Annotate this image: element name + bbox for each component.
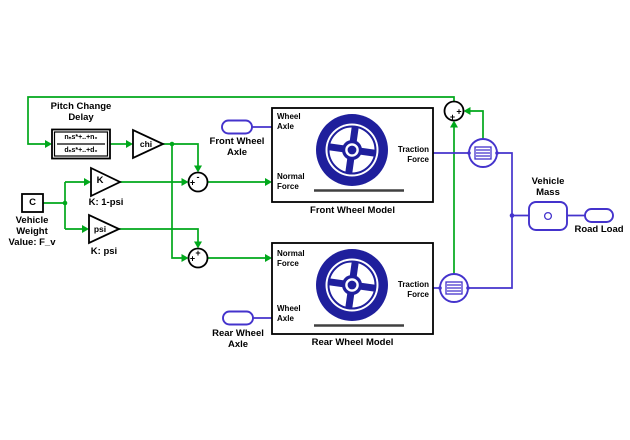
arrow-front-normal-force [265, 178, 272, 186]
front-normal-force-port-label: Normal Force [277, 172, 305, 191]
rear-wheel-axle-port[interactable] [222, 310, 254, 326]
traction-sum-bottom-sign: + [450, 112, 455, 122]
wire-traction-sum-to-pitch-delay[interactable] [27, 96, 455, 145]
chi-gain-text: chi [139, 139, 153, 149]
vehicle-mass-label: Vehicle Mass [508, 176, 588, 198]
front-sum-top-sign: - [197, 172, 200, 182]
port-label-line: Axle [277, 313, 294, 323]
wire-constant-to-gains[interactable] [43, 181, 84, 230]
wire-chi-to-rear-sum[interactable] [171, 144, 182, 259]
vehicle-mass-label-line2: Mass [536, 187, 560, 198]
road-load-label: Road Load [574, 224, 624, 235]
arrow-rear-sum-left [181, 254, 189, 262]
junction-vehicle-mass [509, 213, 515, 218]
front-wheel-model-caption: Front Wheel Model [310, 205, 395, 216]
arrow-pitch-delay-in [45, 140, 52, 148]
rear-sum-top-sign: + [195, 248, 200, 258]
rear-wheel-axle-label: Rear Wheel Axle [198, 328, 278, 350]
constant-caption-line2: Weight [16, 226, 48, 237]
pitch-delay-title-line2: Delay [68, 112, 94, 123]
front-traction-force-port-label: Traction Force [388, 145, 429, 164]
arrow-front-sum-top [194, 165, 202, 173]
pitch-delay-title-line1: Pitch Change [50, 101, 112, 112]
rear-wheel-model-caption: Rear Wheel Model [311, 337, 394, 348]
constant-caption: Vehicle Weight Value: F_v [1, 215, 63, 248]
arrow-rear-sum-top [194, 241, 202, 249]
traction-sum-block[interactable]: + + [443, 100, 465, 123]
psi-gain[interactable] [88, 213, 122, 245]
psi-gain-caption: K: psi [90, 246, 118, 257]
front-wheel-graphic [314, 114, 404, 192]
rear-wheel-model-block[interactable] [271, 242, 434, 335]
port-label-line: Traction [397, 145, 429, 154]
junction-chi-split [169, 141, 175, 147]
rear-sum-block[interactable]: + + [187, 247, 209, 269]
arrow-traction-sum-right [463, 107, 471, 115]
wire-front-sensor-to-traction-sum[interactable] [470, 110, 484, 139]
rear-axle-label-line1: Rear Wheel [212, 328, 264, 339]
constant-value-text: C [29, 197, 36, 208]
front-sum-left-sign: + [190, 178, 195, 188]
front-wheel-model-block[interactable] [271, 107, 434, 203]
wire-sensor-bus[interactable] [468, 152, 513, 289]
vehicle-mass-label-line1: Vehicle [531, 176, 565, 187]
port-label-line: Force [277, 258, 299, 268]
rear-force-sensor[interactable] [438, 273, 470, 303]
front-wheel-axle-port[interactable] [221, 119, 253, 135]
arrow-front-sum-left [181, 178, 189, 186]
front-wheel-axle-label: Front Wheel Axle [197, 136, 277, 158]
port-label-line: Wheel [277, 304, 301, 313]
pitch-change-delay-block[interactable] [51, 128, 111, 160]
front-axle-label-line1: Front Wheel [209, 136, 265, 147]
port-label-line: Traction [397, 280, 429, 289]
rear-wheel-graphic [314, 249, 404, 327]
rear-normal-force-port-label: Normal Force [277, 249, 305, 268]
k-gain-caption: K: 1-psi [88, 197, 124, 208]
front-force-sensor[interactable] [467, 138, 499, 168]
traction-sum-right-sign: + [456, 107, 461, 117]
psi-gain-text: psi [93, 223, 107, 234]
constant-caption-line3: Value: F_v [8, 237, 56, 248]
port-label-line: Normal [277, 172, 305, 181]
wire-psi-to-rear-sum[interactable] [119, 228, 199, 242]
k-gain-text: K [96, 175, 104, 186]
road-load-port[interactable] [584, 208, 614, 223]
arrow-psi-in [82, 225, 89, 233]
arrow-k-in [84, 178, 91, 186]
junction-constant-split [62, 200, 68, 206]
port-label-line: Wheel [277, 112, 301, 121]
rear-wheel-axle-port-label: Wheel Axle [277, 304, 301, 323]
pitch-change-delay-label: Pitch Change Delay [26, 101, 136, 123]
arrow-chi-in [126, 140, 133, 148]
arrow-rear-normal-force [265, 254, 272, 262]
port-label-line: Axle [277, 121, 294, 131]
port-label-line: Normal [277, 249, 305, 258]
rear-axle-label-line2: Axle [227, 339, 249, 350]
port-label-line: Force [277, 181, 299, 191]
port-label-line: Force [407, 154, 429, 164]
pitch-delay-denominator: dₙs*+..+d₀ [64, 146, 98, 154]
rear-sum-left-sign: + [190, 254, 195, 264]
front-axle-label-line2: Axle [226, 147, 248, 158]
vehicle-mass-block[interactable] [528, 201, 568, 231]
constant-block[interactable] [21, 193, 44, 213]
front-wheel-axle-port-label: Wheel Axle [277, 112, 301, 131]
k-gain[interactable] [90, 166, 123, 198]
chi-gain[interactable] [132, 128, 166, 160]
wire-chi-to-front-sum[interactable] [163, 143, 199, 166]
rear-traction-force-port-label: Traction Force [388, 280, 429, 299]
pitch-delay-numerator: nₙs*+..+n₀ [64, 133, 98, 141]
front-sum-block[interactable]: + - [187, 171, 209, 193]
arrow-traction-sum-bottom [450, 120, 458, 128]
port-label-line: Force [407, 289, 429, 299]
constant-caption-line1: Vehicle [15, 215, 49, 226]
